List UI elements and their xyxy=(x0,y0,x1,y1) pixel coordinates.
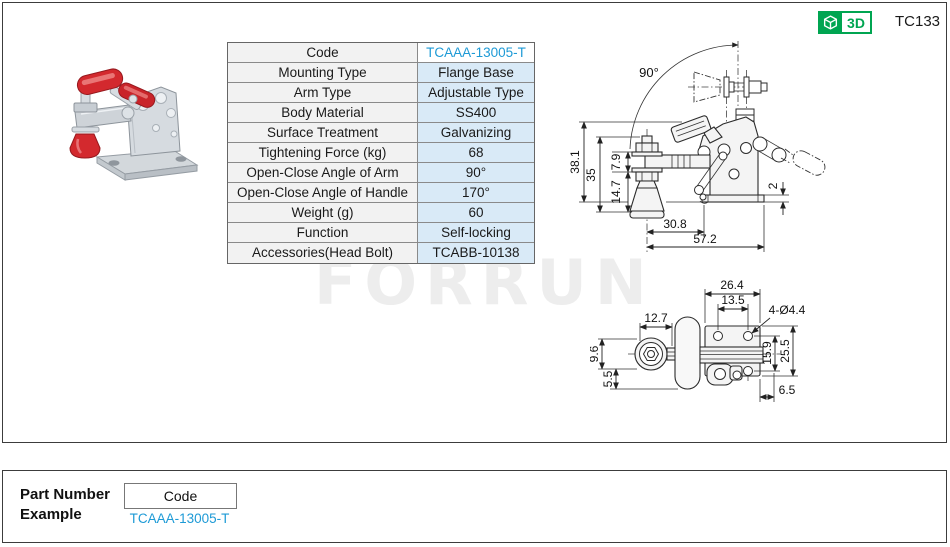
spec-value-cell: 90° xyxy=(418,163,534,183)
dim-26-4: 26.4 xyxy=(720,278,744,292)
spec-label-cell: Code xyxy=(228,43,418,63)
cube-3d-icon xyxy=(818,11,842,34)
example-part-number: TCAAA-13005-T xyxy=(129,511,230,526)
dim-30-8: 30.8 xyxy=(663,217,687,231)
side-view-drawing: 90° 38.1 35 7.9 14.7 2 30.8 57.2 xyxy=(568,41,826,252)
code-box: Code xyxy=(124,483,237,509)
3d-model-badge[interactable]: 3D xyxy=(818,11,872,34)
arm-top xyxy=(699,346,764,364)
handle-grip-top xyxy=(674,316,701,390)
open-handle-phantom xyxy=(752,136,826,176)
spec-label-cell: Body Material xyxy=(228,103,418,123)
dim-7-9: 7.9 xyxy=(609,153,623,170)
arm-and-spindle xyxy=(629,135,711,219)
spec-table: Code TCAAA-13005-T Mounting Type Flange … xyxy=(227,42,535,264)
spec-value-cell: Galvanizing xyxy=(418,123,534,143)
dim-6-5: 6.5 xyxy=(779,383,796,397)
spec-label-cell: Function xyxy=(228,223,418,243)
dim-2: 2 xyxy=(766,182,780,189)
dim-25-5: 25.5 xyxy=(778,339,792,363)
dim-35: 35 xyxy=(584,168,598,182)
spec-value-cell: SS400 xyxy=(418,103,534,123)
main-content-frame xyxy=(2,2,947,443)
part-number-example-frame xyxy=(2,470,947,543)
spec-value-cell: 60 xyxy=(418,203,534,223)
closed-handle xyxy=(670,115,723,144)
spec-label-cell: Tightening Force (kg) xyxy=(228,143,418,163)
dim-57-2: 57.2 xyxy=(693,232,717,246)
spec-value-cell: Self-locking xyxy=(418,223,534,243)
spec-label-cell: Mounting Type xyxy=(228,63,418,83)
clamp-red-handle xyxy=(76,68,156,108)
dim-angle-90: 90° xyxy=(639,65,659,80)
spec-label-cell: Arm Type xyxy=(228,83,418,103)
dimension-lines xyxy=(579,121,789,252)
dim-5-5: 5.5 xyxy=(601,370,615,387)
lever-latch xyxy=(694,151,728,204)
spec-label-cell: Open-Close Angle of Handle xyxy=(228,183,418,203)
code-box-label: Code xyxy=(163,488,198,504)
product-photo-toggle-clamp xyxy=(69,68,199,181)
clamp-base xyxy=(95,149,199,181)
spec-label-cell: Weight (g) xyxy=(228,203,418,223)
spec-value-cell: 68 xyxy=(418,143,534,163)
spec-value-code: TCAAA-13005-T xyxy=(418,43,534,63)
dimension-lines xyxy=(598,289,798,402)
spec-label-cell: Surface Treatment xyxy=(228,123,418,143)
dim-14-7: 14.7 xyxy=(609,180,623,204)
spec-label-cell: Accessories(Head Bolt) xyxy=(228,243,418,263)
part-number-example-title: Part Number Example xyxy=(20,485,110,525)
dim-9-6: 9.6 xyxy=(590,345,601,362)
dim-15-9: 15.9 xyxy=(760,341,774,365)
spec-value-cell: Flange Base xyxy=(418,63,534,83)
page-code: TC133 xyxy=(895,13,941,30)
top-view-drawing: 26.4 13.5 4-Ø4.4 12.7 9.6 5.5 15.9 25.5 … xyxy=(590,278,806,402)
clamp-spindle xyxy=(69,90,101,159)
dim-4-holes: 4-Ø4.4 xyxy=(769,303,806,317)
dim-12-7: 12.7 xyxy=(644,311,668,325)
spec-label-cell: Open-Close Angle of Arm xyxy=(228,163,418,183)
3d-badge-label: 3D xyxy=(842,11,872,34)
open-angle-arc xyxy=(629,42,739,150)
spec-value-cell: 170° xyxy=(418,183,534,203)
spec-value-cell: TCABB-10138 xyxy=(418,243,534,263)
mechanism-top xyxy=(706,363,743,386)
knob-top xyxy=(634,337,678,371)
dim-13-5: 13.5 xyxy=(721,293,745,307)
part-number-title-line1: Part Number xyxy=(20,486,111,503)
part-number-title-line2: Example xyxy=(20,506,82,523)
spec-value-cell: Adjustable Type xyxy=(418,83,534,103)
dim-38-1: 38.1 xyxy=(568,150,582,174)
